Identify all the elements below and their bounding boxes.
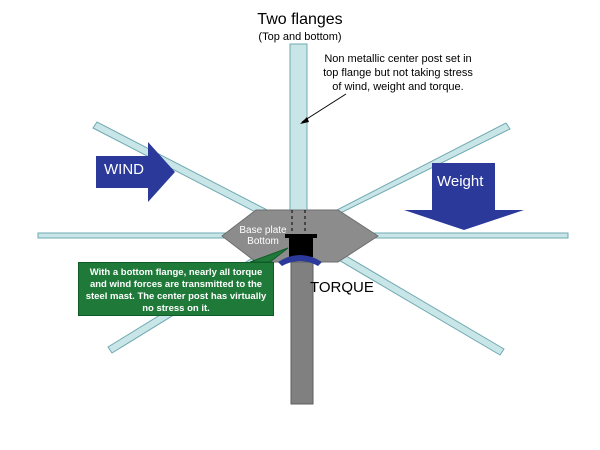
wind-label: WIND xyxy=(104,161,144,178)
steel-mast xyxy=(290,261,314,405)
note-pointer-line xyxy=(301,93,347,123)
callout-box: With a bottom flange, nearly all torque … xyxy=(78,262,274,316)
diagram-title: Two flanges xyxy=(257,11,343,28)
callout-text: With a bottom flange, nearly all torque … xyxy=(85,267,267,314)
base-plate-label: Base plate Bottom xyxy=(239,225,287,247)
steel-mast-label: Steel mast xyxy=(316,345,364,356)
bottom-flange xyxy=(289,235,313,257)
center-post-note: Non metallic center post set in top flan… xyxy=(323,53,473,93)
weight-label: Weight xyxy=(437,173,484,190)
weight-arrow-icon xyxy=(404,163,524,230)
flange-rim xyxy=(285,234,317,238)
note-pointer-arrowhead xyxy=(300,117,309,124)
torque-arrow-icon xyxy=(278,255,322,266)
diagram-subtitle: (Top and bottom) xyxy=(258,31,342,43)
wind-arrow-icon xyxy=(96,142,175,202)
torque-label: TORQUE xyxy=(310,279,374,296)
